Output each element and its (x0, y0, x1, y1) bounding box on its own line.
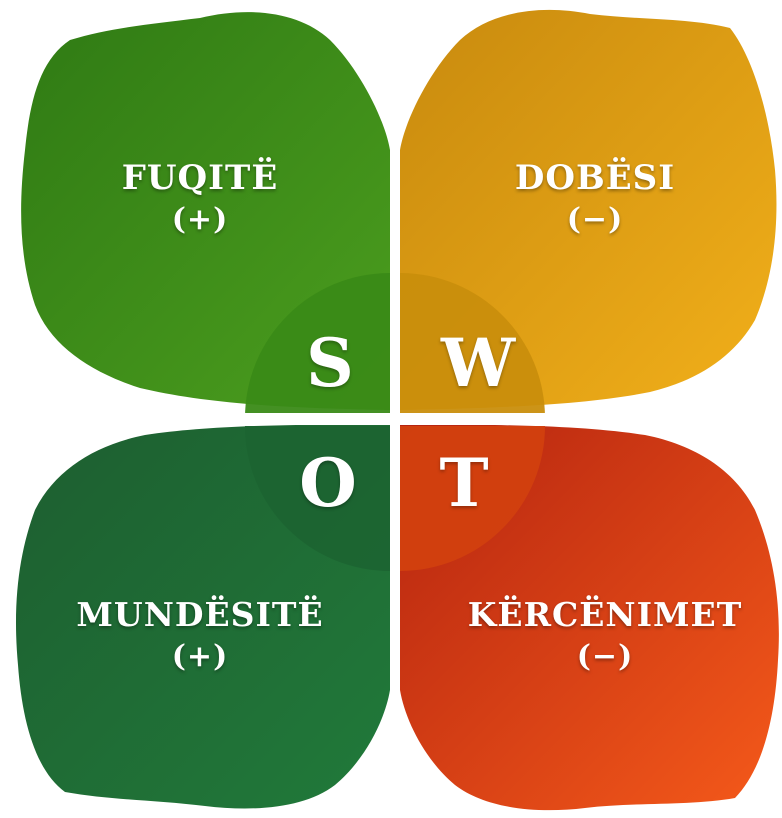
strengths-sign: (+) (60, 198, 340, 242)
weaknesses-title: DOBËSI (455, 158, 735, 198)
strengths-title: FUQITË (60, 158, 340, 198)
weaknesses-sign: (−) (455, 198, 735, 242)
threats-sign: (−) (425, 635, 782, 679)
threats-title: KËRCËNIMET (425, 595, 782, 635)
strengths-label: FUQITË (+) (60, 158, 340, 242)
letter-t: T (424, 448, 504, 518)
letter-s: S (290, 328, 370, 398)
opportunities-sign: (+) (20, 635, 380, 679)
threats-label: KËRCËNIMET (−) (425, 595, 782, 679)
horizontal-divider (0, 413, 782, 425)
letter-w: W (438, 328, 518, 398)
opportunities-title: MUNDËSITË (20, 595, 380, 635)
vertical-divider (390, 0, 400, 818)
opportunities-label: MUNDËSITË (+) (20, 595, 380, 679)
letter-o: O (288, 448, 368, 518)
weaknesses-label: DOBËSI (−) (455, 158, 735, 242)
